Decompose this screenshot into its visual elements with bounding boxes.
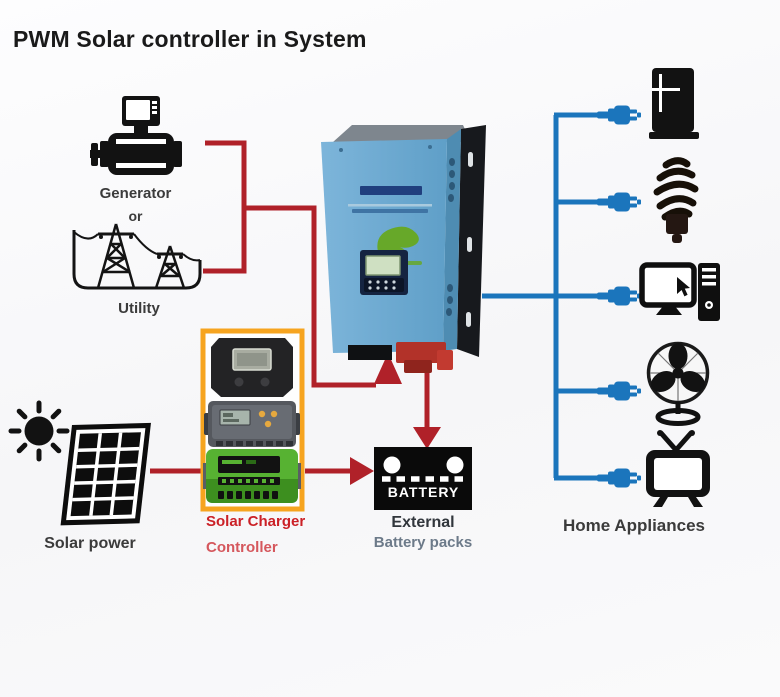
plug-icon (597, 105, 641, 125)
home-appliances-label: Home Appliances (562, 516, 706, 535)
fan-icon (646, 341, 710, 426)
charge-controller-black-icon (211, 338, 293, 397)
computer-icon (639, 262, 720, 321)
generator-label: Generator (99, 185, 172, 202)
solar-power-label: Solar power (44, 535, 136, 552)
cursor-icon (677, 277, 690, 297)
utility-label: Utility (118, 300, 160, 317)
inverter-ac-terminal (348, 345, 392, 360)
inverter-lcd-panel (360, 250, 408, 295)
inverter-icon (321, 125, 486, 373)
inverter-brand-mark (360, 186, 422, 195)
or-label: or (128, 208, 143, 224)
page-title: PWM Solar controller in System (13, 26, 367, 52)
solar-panel-icon (60, 422, 151, 526)
battery-packs-label: Battery packs (373, 534, 473, 551)
utility-towers-icon (72, 223, 202, 290)
tv-icon (646, 430, 710, 507)
inverter-dc-terminal (396, 342, 453, 373)
plug-icon (597, 381, 641, 401)
charge-controller-box (200, 328, 305, 512)
plug-icon (597, 286, 641, 306)
refrigerator-icon (649, 68, 699, 139)
vent-holes (446, 158, 455, 316)
ac-source-connector (203, 140, 402, 388)
external-label: External (391, 514, 455, 531)
inverter-to-battery-connector (413, 362, 441, 449)
plug-icon (597, 192, 641, 212)
battery-icon (374, 447, 472, 510)
mount-rail-slots (466, 152, 473, 327)
solar-charger-label-line1: Solar Charger (206, 513, 306, 530)
charge-controller-gray-icon (204, 401, 300, 447)
solar-charger-label-line2: Controller (206, 539, 278, 556)
charge-controller-green-icon (203, 449, 301, 503)
battery-device-text: BATTERY (387, 484, 460, 500)
cfl-bulb-icon (653, 157, 699, 243)
sun-icon (8, 400, 70, 462)
controller-to-battery-connector (305, 457, 374, 485)
plug-icon (597, 468, 641, 488)
ac-output-connector (482, 112, 600, 481)
generator-icon (90, 96, 182, 175)
